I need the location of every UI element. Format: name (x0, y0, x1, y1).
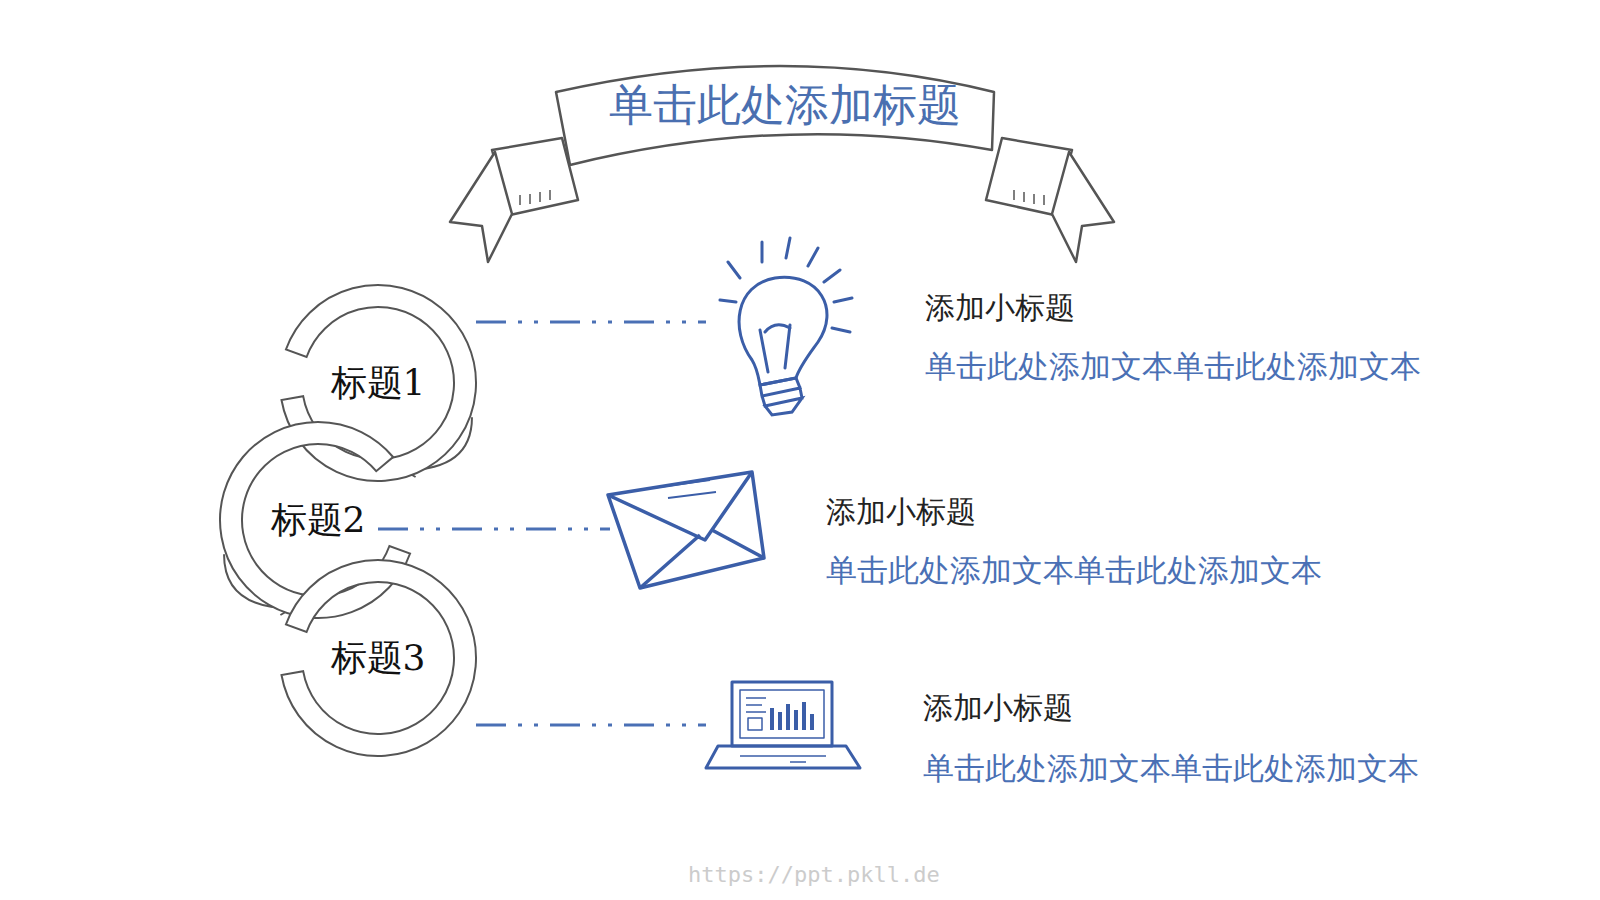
envelope-icon (608, 472, 764, 588)
body-text: 单击此处添加文本单击此处添加文本 (925, 346, 1421, 388)
title-text: 单击此处添加标题 (560, 76, 1010, 135)
leader-lines (378, 322, 706, 725)
ribbon-banner (450, 66, 1114, 262)
node-label: 标题2 (271, 496, 366, 545)
body-text: 单击此处添加文本单击此处添加文本 (923, 748, 1419, 790)
ring-arrow-node: 标题3 (278, 558, 478, 758)
watermark: https://ppt.pkll.de (688, 862, 940, 887)
ring-shape (281, 560, 476, 756)
bulb-icon (720, 238, 852, 415)
body-text: 单击此处添加文本单击此处添加文本 (826, 550, 1322, 592)
node-text-box: 标题3 (278, 558, 478, 758)
laptop-icon (706, 682, 860, 768)
node-label: 标题3 (331, 634, 426, 683)
subtitle-text: 添加小标题 (826, 492, 976, 533)
node-label: 标题1 (331, 359, 426, 408)
subtitle-text: 添加小标题 (925, 288, 1075, 329)
subtitle-text: 添加小标题 (923, 688, 1073, 729)
